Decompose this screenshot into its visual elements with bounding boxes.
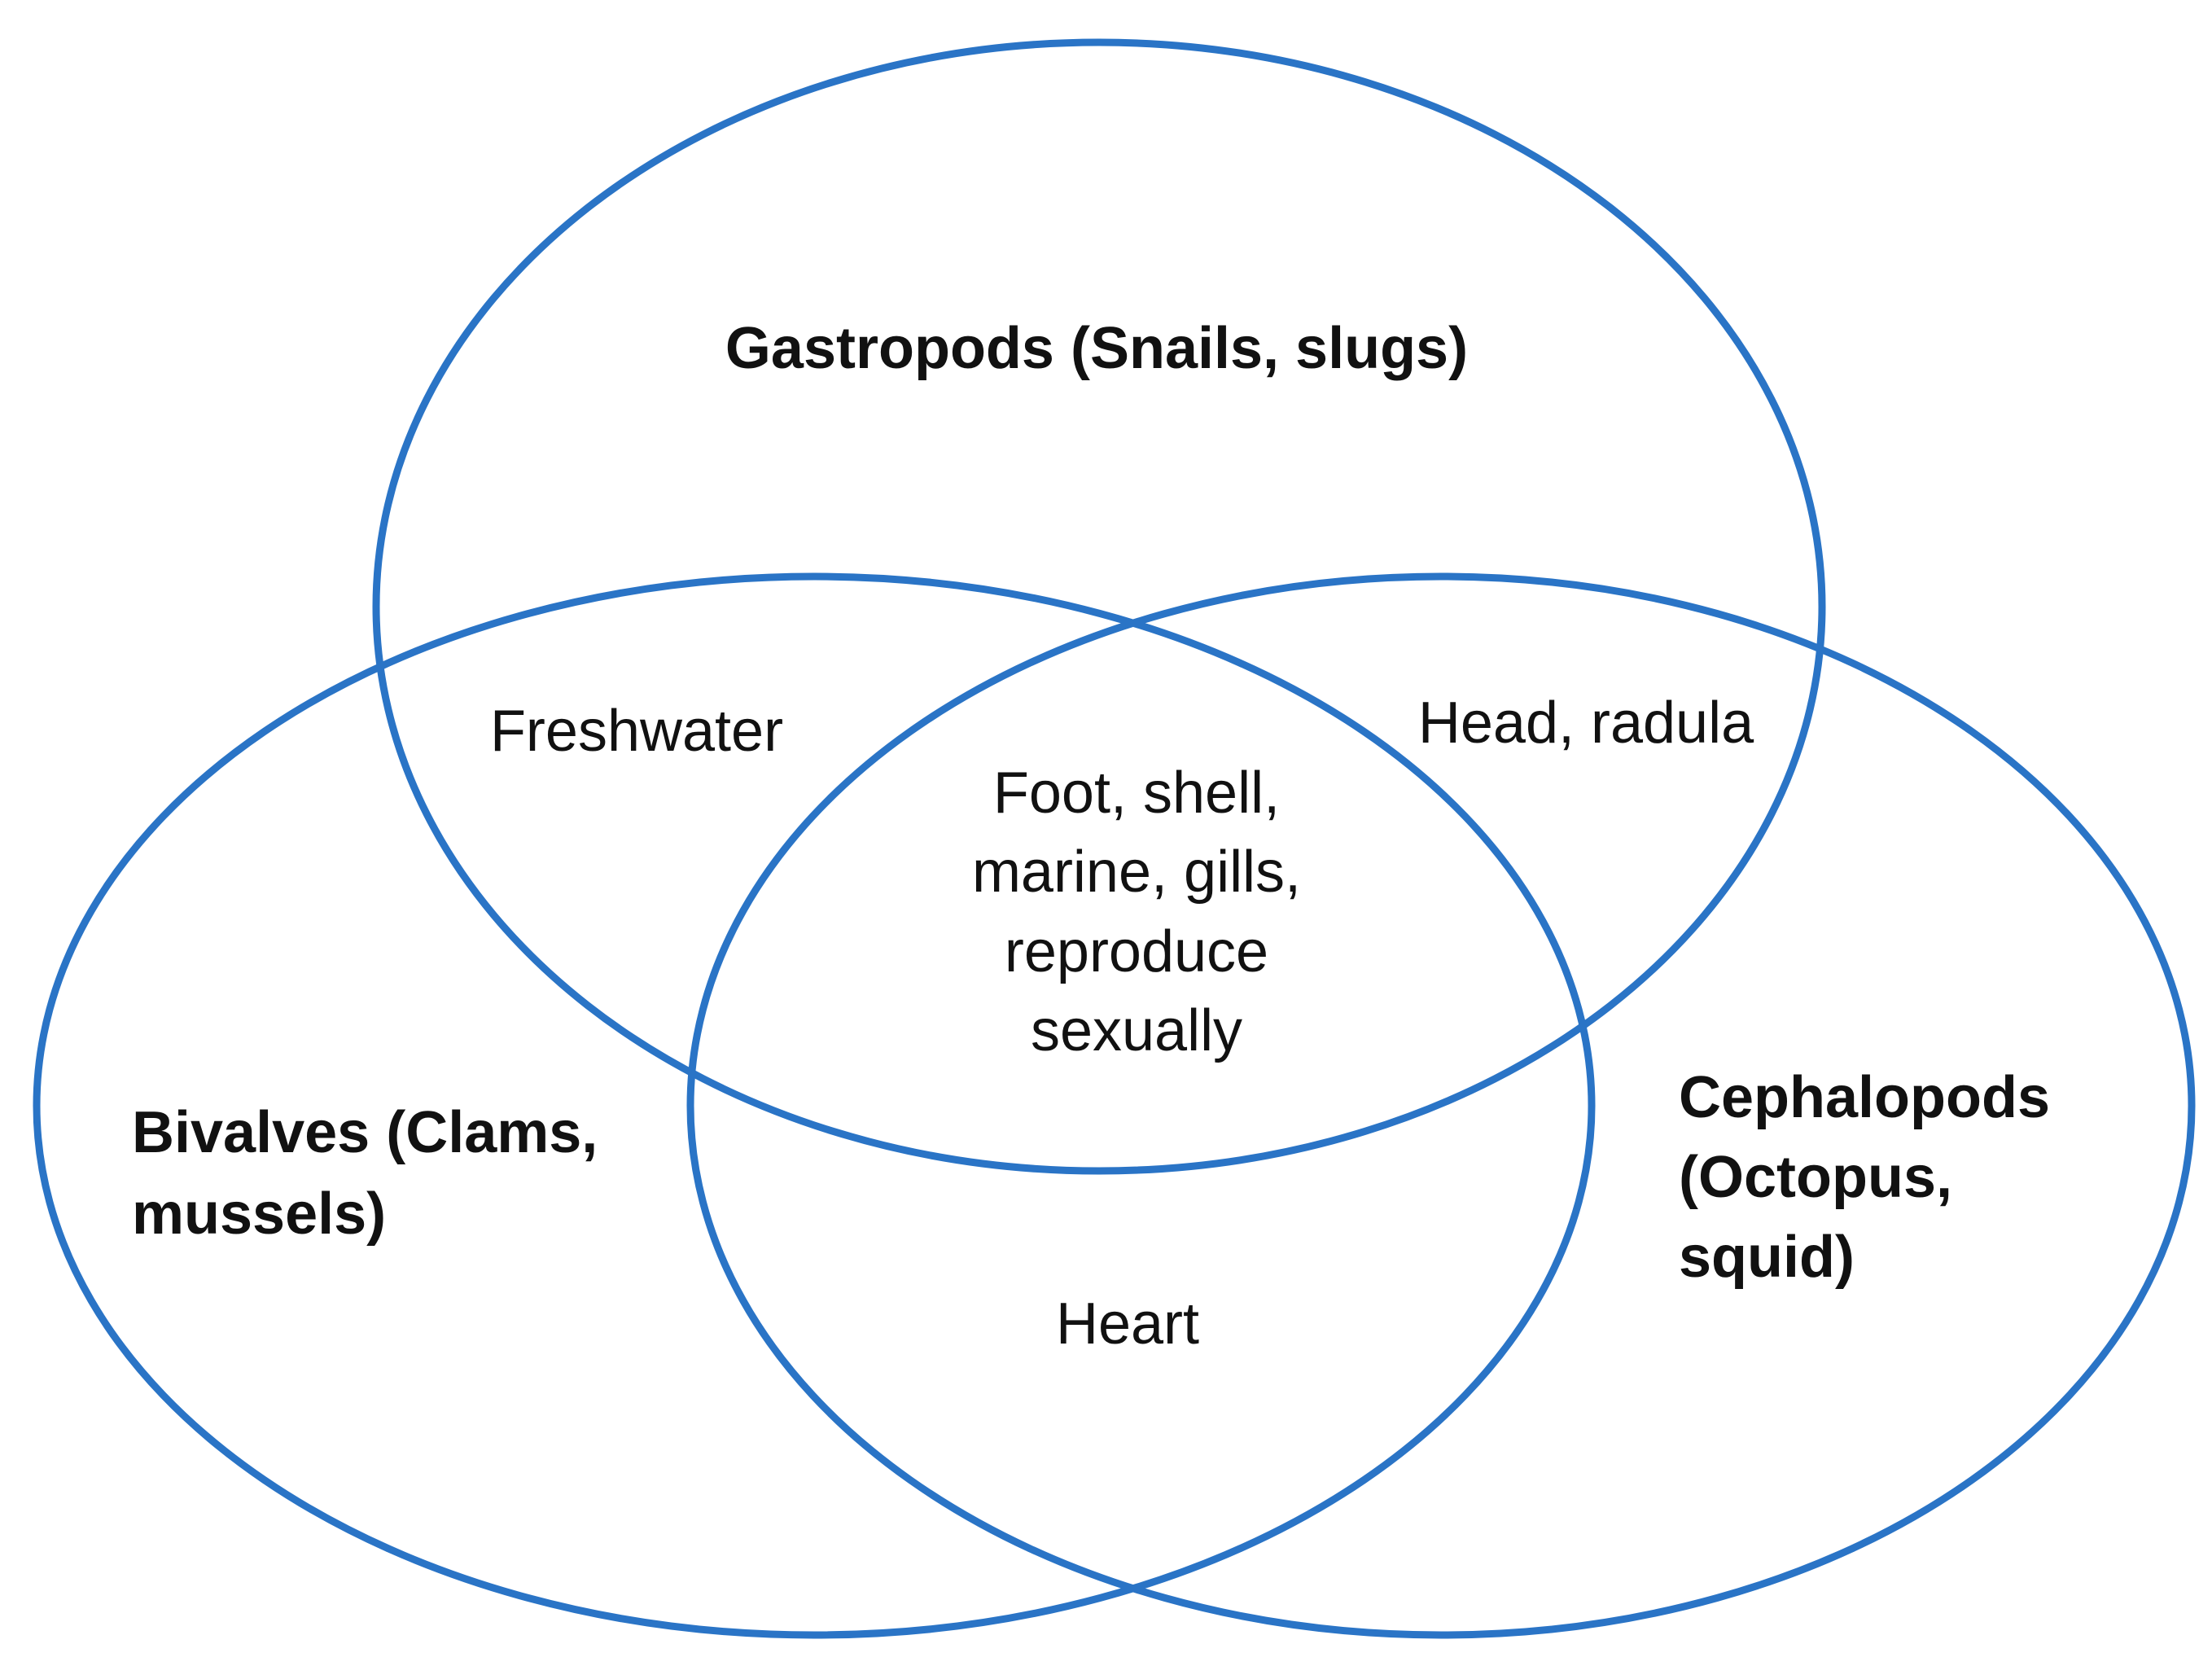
bivalves-cephalopods-overlap-label: Heart bbox=[1056, 1291, 1199, 1357]
bivalves-label-line-1: Bivalves (Clams, bbox=[132, 1100, 598, 1165]
cephalopods-circle bbox=[686, 572, 2196, 1639]
gastropods-label: Gastropods (Snails, slugs) bbox=[725, 316, 1468, 381]
gastropods-bivalves-overlap-label: Freshwater bbox=[490, 699, 783, 764]
all-three-overlap-line-3: reproduce bbox=[1005, 919, 1268, 984]
cephalopods-label-line-2: (Octopus, bbox=[1679, 1145, 1952, 1210]
all-three-overlap-label: Foot, shell, marine, gills, reproduce se… bbox=[972, 761, 1301, 1063]
bivalves-label: Bivalves (Clams, mussels) bbox=[132, 1100, 598, 1247]
all-three-overlap-line-2: marine, gills, bbox=[972, 840, 1301, 905]
cephalopods-label-line-1: Cephalopods bbox=[1679, 1065, 2050, 1130]
all-three-overlap-line-4: sexually bbox=[1031, 998, 1242, 1063]
all-three-overlap-line-1: Foot, shell, bbox=[993, 761, 1280, 826]
cephalopods-label-line-3: squid) bbox=[1679, 1225, 1855, 1290]
gastropods-circle bbox=[372, 38, 1826, 1175]
cephalopods-label: Cephalopods (Octopus, squid) bbox=[1679, 1065, 2050, 1290]
bivalves-label-line-2: mussels) bbox=[132, 1181, 386, 1247]
gastropods-cephalopods-overlap-label: Head, radula bbox=[1418, 690, 1754, 756]
bivalves-circle bbox=[33, 572, 1596, 1639]
